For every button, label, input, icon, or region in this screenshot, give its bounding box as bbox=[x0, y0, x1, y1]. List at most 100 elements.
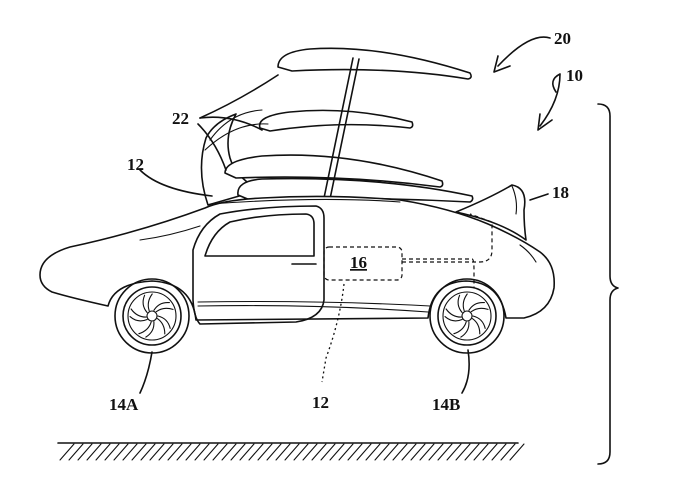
label-12-bottom: 12 bbox=[312, 393, 329, 412]
label-22: 22 bbox=[172, 109, 189, 128]
ground-hatch-line bbox=[410, 443, 426, 461]
tail-fin bbox=[455, 184, 527, 241]
ground-hatch-line bbox=[95, 443, 111, 461]
vehicle-door bbox=[192, 205, 325, 325]
wheel-spoke bbox=[444, 316, 463, 322]
internal-component bbox=[323, 213, 493, 288]
label-16: 16 bbox=[350, 253, 367, 272]
ground-hatch-line bbox=[176, 443, 192, 461]
ground-hatch-line bbox=[68, 443, 84, 461]
ground-hatch-line bbox=[167, 443, 183, 461]
ground-hatch-line bbox=[158, 443, 174, 461]
wing-mast bbox=[323, 57, 360, 200]
ground-hatch-line bbox=[248, 443, 264, 461]
ground-hatch-line bbox=[428, 443, 444, 461]
ground-hatch-line bbox=[482, 443, 498, 461]
ground-hatch-line bbox=[122, 443, 138, 461]
arrow-10 bbox=[539, 73, 561, 127]
ground-hatch-line bbox=[338, 443, 354, 461]
ground-hatch-line bbox=[347, 443, 363, 461]
rear-wheel-14B bbox=[429, 278, 505, 354]
ground-hatch-line bbox=[257, 443, 273, 461]
wheel-spoke bbox=[472, 315, 486, 329]
wheel-spoke bbox=[145, 321, 155, 338]
wheel-spoke bbox=[453, 321, 467, 335]
bracket-vehicle-10 bbox=[597, 103, 619, 465]
arrow-20 bbox=[497, 36, 551, 67]
component-box-16 bbox=[323, 246, 403, 281]
wheel-spoke bbox=[457, 294, 463, 314]
wheel-spoke bbox=[138, 321, 152, 335]
wheel-spoke bbox=[142, 294, 148, 314]
ground-hatch-line bbox=[86, 443, 102, 461]
wing-assembly bbox=[200, 47, 474, 206]
ground-hatch-line bbox=[266, 443, 282, 461]
wheel-spoke bbox=[130, 308, 147, 318]
vehicle-window bbox=[204, 213, 315, 257]
ground-hatch-line bbox=[311, 443, 327, 461]
ground-hatch-line bbox=[491, 443, 507, 461]
ground-hatch-line bbox=[113, 443, 129, 461]
ground-hatch-line bbox=[203, 443, 219, 461]
ground-hatch-line bbox=[455, 443, 471, 461]
label-12-top: 12 bbox=[127, 155, 144, 174]
body-shell bbox=[39, 195, 556, 321]
ground-hatch-line bbox=[374, 443, 390, 461]
ground-hatch-line bbox=[140, 443, 156, 461]
ground-hatch-line bbox=[356, 443, 372, 461]
wheel-spoke bbox=[156, 318, 166, 335]
wheel-spoke bbox=[445, 308, 462, 318]
ground-hatch-line bbox=[392, 443, 408, 461]
ground-hatch-line bbox=[239, 443, 255, 461]
ground-hatch-line bbox=[104, 443, 120, 461]
wing-3 bbox=[224, 154, 444, 188]
ground-hatch-line bbox=[293, 443, 309, 461]
label-14A: 14A bbox=[109, 395, 139, 414]
ground-hatch-line bbox=[131, 443, 147, 461]
ground-hatch-line bbox=[77, 443, 93, 461]
vehicle-body bbox=[39, 184, 556, 325]
ground-hatch-line bbox=[221, 443, 237, 461]
ground-hatch-line bbox=[59, 443, 75, 461]
wheel-spoke bbox=[155, 307, 174, 313]
label-10: 10 bbox=[566, 66, 583, 85]
wheel-spoke bbox=[147, 293, 153, 312]
ground-hatch-line bbox=[437, 443, 453, 461]
ground-hatch-line bbox=[473, 443, 489, 461]
ground-hatch-line bbox=[212, 443, 228, 461]
ground-hatch-line bbox=[365, 443, 381, 461]
wheel-spoke bbox=[129, 316, 148, 322]
front-wheel-14A bbox=[114, 278, 190, 354]
wheel-spoke bbox=[153, 301, 170, 311]
ground-hatch-line bbox=[185, 443, 201, 461]
ground-hatch-line bbox=[419, 443, 435, 461]
ground-hatch-line bbox=[320, 443, 336, 461]
ground-hatch-line bbox=[275, 443, 291, 461]
wheel-spoke bbox=[157, 315, 171, 329]
ground-surface bbox=[57, 442, 525, 461]
wing-2 bbox=[258, 109, 414, 132]
wheel-spoke bbox=[471, 318, 481, 335]
ground-hatch-line bbox=[464, 443, 480, 461]
wheel-spoke bbox=[460, 321, 470, 338]
ground-hatch-line bbox=[284, 443, 300, 461]
ground-hatch-line bbox=[509, 443, 525, 461]
reference-labels: 20 10 22 12 18 16 12 14A 14B bbox=[109, 29, 583, 414]
wheel-spoke bbox=[462, 293, 468, 312]
ground-hatch-line bbox=[149, 443, 165, 461]
ground-hatch-line bbox=[329, 443, 345, 461]
ground-hatch-line bbox=[302, 443, 318, 461]
wheel-spoke bbox=[468, 301, 485, 311]
wheel-spoke bbox=[470, 307, 489, 313]
leader-lines bbox=[139, 36, 561, 394]
wing-1 bbox=[277, 47, 472, 80]
ground-hatch-line bbox=[446, 443, 462, 461]
label-18: 18 bbox=[552, 183, 569, 202]
ground-hatch-line bbox=[194, 443, 210, 461]
ground-hatch-line bbox=[500, 443, 516, 461]
label-14B: 14B bbox=[432, 395, 460, 414]
label-20: 20 bbox=[554, 29, 571, 48]
ground-hatch-line bbox=[401, 443, 417, 461]
